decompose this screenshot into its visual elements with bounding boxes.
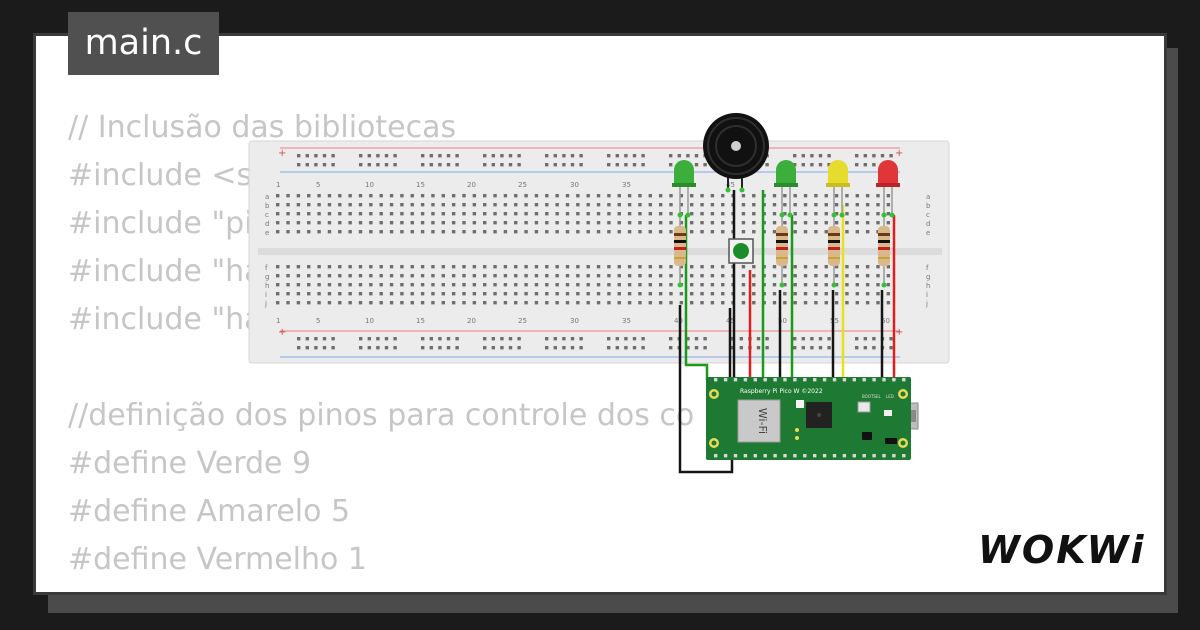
wires: [678, 190, 896, 474]
column-number: 1: [276, 181, 280, 189]
column-number: 20: [467, 317, 476, 325]
row-letter: h: [926, 282, 930, 290]
wire-green: [684, 215, 709, 380]
power-rail-bottom: [297, 337, 893, 350]
column-number: 25: [518, 317, 527, 325]
row-letter: a: [265, 193, 269, 201]
row-letter: e: [926, 229, 930, 237]
column-number: 1: [276, 317, 280, 325]
green-led-2[interactable]: [774, 160, 798, 215]
row-letter: b: [926, 202, 931, 210]
column-number: 25: [518, 181, 527, 189]
row-letter: d: [265, 220, 269, 228]
row-letter: h: [265, 282, 269, 290]
row-letter: f: [926, 264, 929, 272]
wifi-label: Wi-Fi: [756, 408, 769, 434]
row-letter: i: [926, 291, 928, 299]
column-number: 40: [674, 317, 683, 325]
file-tab[interactable]: main.c: [68, 12, 219, 75]
code-preview: // Inclusão das bibliotecas #include <st…: [68, 104, 695, 592]
plus-sign: +: [278, 327, 286, 338]
code-line: #include "ha: [68, 254, 263, 289]
pico-board-title: Raspberry Pi Pico W ©2022: [740, 388, 823, 395]
column-number: 5: [316, 317, 320, 325]
column-number: 15: [416, 181, 425, 189]
code-line: #include "pi: [68, 206, 253, 241]
row-letter: j: [925, 300, 928, 308]
code-line: //definição dos pinos para controle dos …: [68, 398, 695, 433]
column-number: 15: [416, 317, 425, 325]
column-number: 60: [881, 317, 890, 325]
bootsel-label: BOOTSEL: [862, 394, 881, 399]
row-letter: g: [926, 273, 930, 281]
column-number: 35: [622, 181, 631, 189]
column-number: 5: [316, 181, 320, 189]
code-line: // Inclusão das bibliotecas: [68, 110, 457, 145]
row-letter: i: [265, 291, 267, 299]
wokwi-logo: WOKWi: [978, 528, 1146, 572]
resistor[interactable]: [828, 215, 840, 285]
plus-sign: +: [278, 148, 286, 159]
column-number: 20: [467, 181, 476, 189]
row-letter: c: [926, 211, 930, 219]
code-line: #define Vermelho 1: [68, 542, 368, 577]
row-letter: g: [265, 273, 269, 281]
row-letter: c: [265, 211, 269, 219]
connection-points: [677, 187, 895, 288]
breadboard: 1 5 10 15 20 25 30 35 40 45 50 55 60 1 5…: [248, 140, 950, 364]
column-number: 55: [830, 317, 839, 325]
column-number: 30: [570, 317, 579, 325]
code-line: #define Amarelo 5: [68, 494, 351, 529]
raspberry-pi-pico-w[interactable]: Raspberry Pi Pico W ©2022 Wi-Fi BOOTSEL …: [706, 377, 919, 460]
resistor[interactable]: [776, 215, 788, 285]
column-number: 45: [726, 181, 735, 189]
column-number: 10: [365, 317, 374, 325]
red-led[interactable]: [876, 160, 900, 215]
green-led-1[interactable]: [672, 160, 696, 215]
row-letter: j: [264, 300, 267, 308]
column-number: 30: [570, 181, 579, 189]
led-label: LED: [886, 394, 894, 399]
code-line: #define Verde 9: [68, 446, 312, 481]
plus-sign: +: [895, 327, 903, 338]
column-number: 35: [622, 317, 631, 325]
push-button[interactable]: [728, 238, 754, 264]
resistor[interactable]: [674, 215, 686, 285]
pico-pin-headers: [714, 378, 906, 458]
column-number: 50: [778, 317, 787, 325]
buzzer[interactable]: [703, 113, 769, 190]
row-letter: e: [265, 229, 269, 237]
terminal-strip-bottom: [276, 265, 891, 305]
row-letter: d: [926, 220, 930, 228]
column-number: 10: [365, 181, 374, 189]
plus-sign: +: [895, 148, 903, 159]
row-letter: f: [265, 264, 268, 272]
resistor[interactable]: [878, 215, 890, 285]
yellow-led[interactable]: [826, 160, 850, 215]
wire-black: [678, 305, 734, 474]
code-line: #define Verde2 14: [68, 584, 694, 592]
row-letter: a: [926, 193, 930, 201]
row-letter: b: [265, 202, 270, 210]
